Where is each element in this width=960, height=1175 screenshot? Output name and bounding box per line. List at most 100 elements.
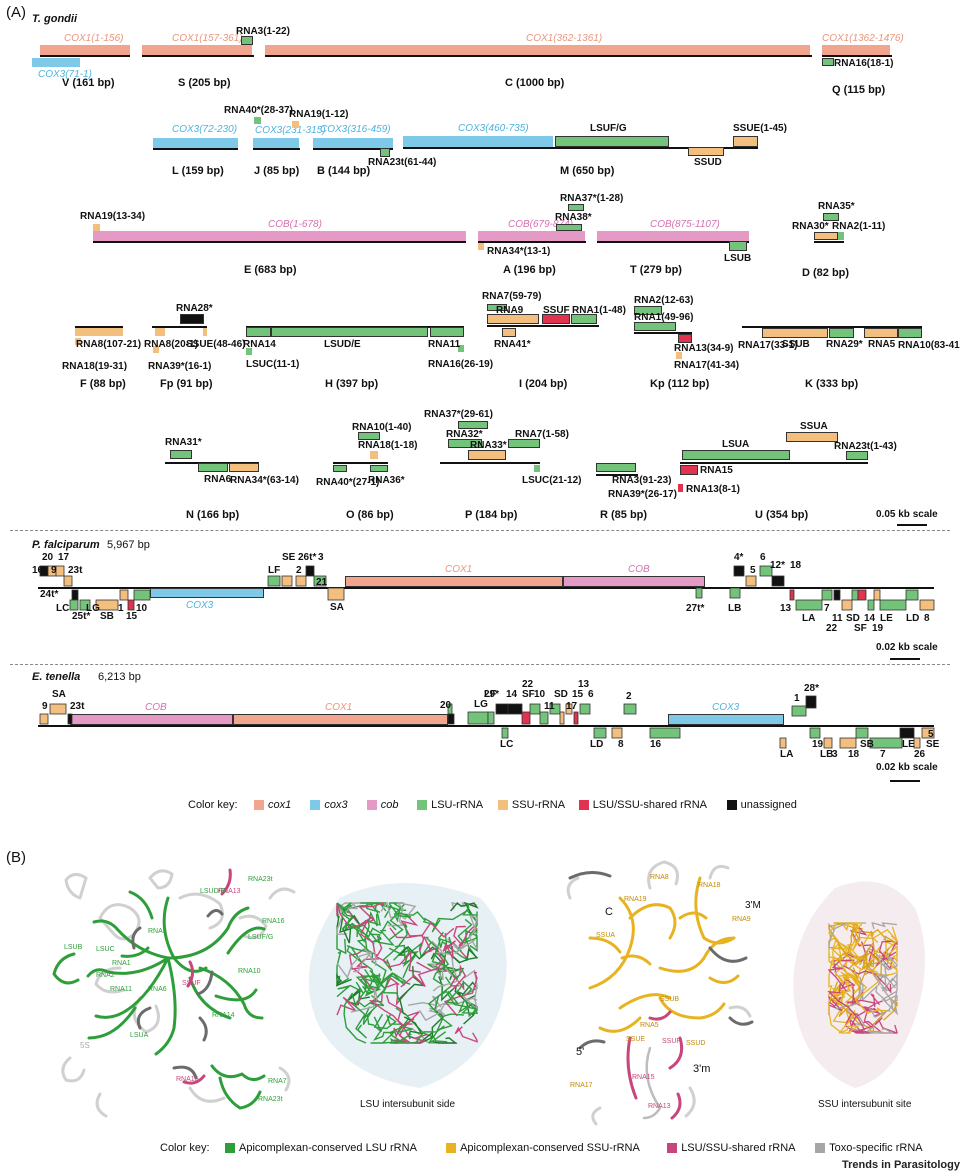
gene-mark-label: 18 [848,749,860,760]
rna-strand [846,993,881,1008]
lsu-rrna-box [241,36,253,45]
structure-label: LSUA [130,1032,149,1039]
rna-strand [423,936,444,967]
gene-mark-label: LC [56,603,70,614]
rna-strand [462,902,478,937]
lsu-rrna-box [458,421,488,429]
rna-strand [454,1026,478,1043]
rna-label: RNA31* [165,437,202,448]
structure-label: RNA18 [698,882,721,889]
rna-strand [336,981,365,998]
lsu-rrna-box [508,439,540,448]
ssu-rrna-box [733,136,758,147]
gene-mark [745,575,757,587]
lsu-rrna-box [380,148,390,157]
gene-mark-label: 2 [296,565,302,576]
rna-strand [828,922,859,944]
structure-label: C [605,906,613,918]
cox1-bar [265,45,810,55]
rna-strand [400,958,447,988]
rna-label: LSUB [724,253,752,264]
ssu-rrna-box [155,328,165,336]
fragment-line [142,55,254,57]
rna-strand [442,940,456,959]
structure-label: RNA1 [112,960,131,967]
rna-label: RNA16(26-19) [428,359,494,370]
genome-line [38,587,934,589]
gene-mark [63,575,73,587]
lsu-rrna-box [487,304,507,311]
rna-strand [868,995,898,1019]
ssu-3d-structure [793,881,925,1088]
rna-strand [388,951,421,973]
rna-strand [883,998,898,1021]
rna-label: RNA14 [243,339,276,350]
rna-label: RNA19(1-12) [289,109,349,120]
gene-mark [821,589,833,601]
fragment-line [822,55,892,57]
rna-strand [382,922,408,972]
gene-mark-label: LG [474,699,488,710]
rna-strand [360,919,390,965]
structure-label: SSUD [686,1040,706,1047]
gene-label: COB(679-874) [508,219,574,230]
gene-label: COX1(362-1361) [526,33,603,44]
lsu-rrna-box [534,465,540,472]
fragment-line [75,326,123,328]
scale-bar [890,780,920,782]
color-key-swatch [667,1143,678,1153]
gene-mark-label: 23t [68,565,83,576]
structure-label: 3'm [693,1063,711,1075]
fragment-line [440,462,540,464]
rna-strand [844,958,862,1004]
fragment-line [487,325,599,327]
structure-label: LSUC [96,946,115,953]
rna-strand [393,1025,445,1044]
lsu-rrna-box [358,432,380,440]
gene-mark-label: 16 [32,565,44,576]
rna-strand [358,901,384,926]
gene-mark [867,599,875,611]
rna-label: SSUE(48-46) [186,339,246,350]
lsu-rrna-box [898,328,922,338]
fragment-line [253,148,300,150]
rna-strand [372,1013,396,1044]
lsu-rrna-box [430,327,464,337]
gene-mark-label: 8 [924,613,930,624]
rna-strand [384,977,408,1007]
gene-mark-label: 7 [880,749,886,760]
rna-label: RNA13(8-1) [686,484,740,495]
et-gene-marks [39,695,935,749]
gene-mark [729,587,741,599]
ssu-rrna-box [487,314,539,324]
cox3-bar [153,138,238,148]
fragment-line [165,462,259,464]
gene-mark-label: LB [820,749,834,760]
color-key-label: Apicomplexan-conserved LSU rRNA [239,1142,417,1154]
ssu-rrna-box [478,243,484,250]
rna-strand [438,931,468,961]
color-key-label: cox3 [324,799,348,811]
lsu-rrna-box [370,465,388,472]
rna-strand [336,902,359,913]
fragment-label: C (1000 bp) [505,77,565,89]
panel-label-a: (A) [6,4,26,21]
color-key-label: unassigned [740,799,797,811]
ssu-caption: SSU intersubunit site [818,1099,912,1110]
lsu-rrna-box [556,224,582,231]
color-key-title: Color key: [160,1142,210,1154]
gene-mark-label: 14 [506,689,518,700]
gene-mark [857,589,867,601]
rna-strand [837,925,861,958]
gene-mark-label: 19 [872,623,884,634]
fragment-label: S (205 bp) [178,77,231,89]
gene-label: COX3(231-315) [255,125,326,136]
rna-label: RNA6 [204,474,232,485]
gene-mark-label: 26t* [298,552,317,563]
cox3-bar [313,138,393,148]
fragment-line [403,147,758,149]
lsu-rrna-box [246,327,271,337]
cob-bar [478,231,585,241]
structure-label: SSUF [182,980,201,987]
rna-label: RNA9 [496,305,524,316]
